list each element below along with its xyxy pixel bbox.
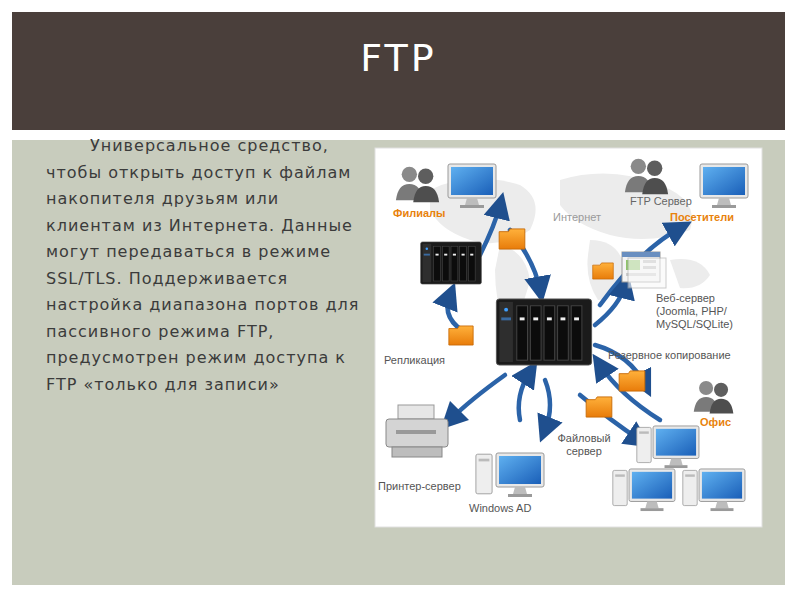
print-server-label: Принтер-сервер [378, 480, 478, 493]
branch-label: Филиалы [393, 207, 453, 220]
ftp-server-label: FTP Сервер [630, 195, 700, 208]
internet-label: Интернет [553, 211, 613, 224]
office-label: Офис [700, 416, 740, 429]
visitors-label: Посетители [670, 211, 745, 224]
body-text: Универсальное средство, чтобы открыть до… [46, 133, 364, 398]
backup-label: Резервное копирование [608, 349, 748, 362]
web-server-label: Веб-сервер (Joomla, PHP/ MySQL/SQLite) [656, 292, 756, 331]
slide-title: FTP [12, 36, 785, 80]
replication-label: Репликация [384, 354, 454, 367]
file-server-label: Файловый сервер [553, 432, 615, 458]
windows-ad-label: Windows AD [469, 502, 544, 515]
